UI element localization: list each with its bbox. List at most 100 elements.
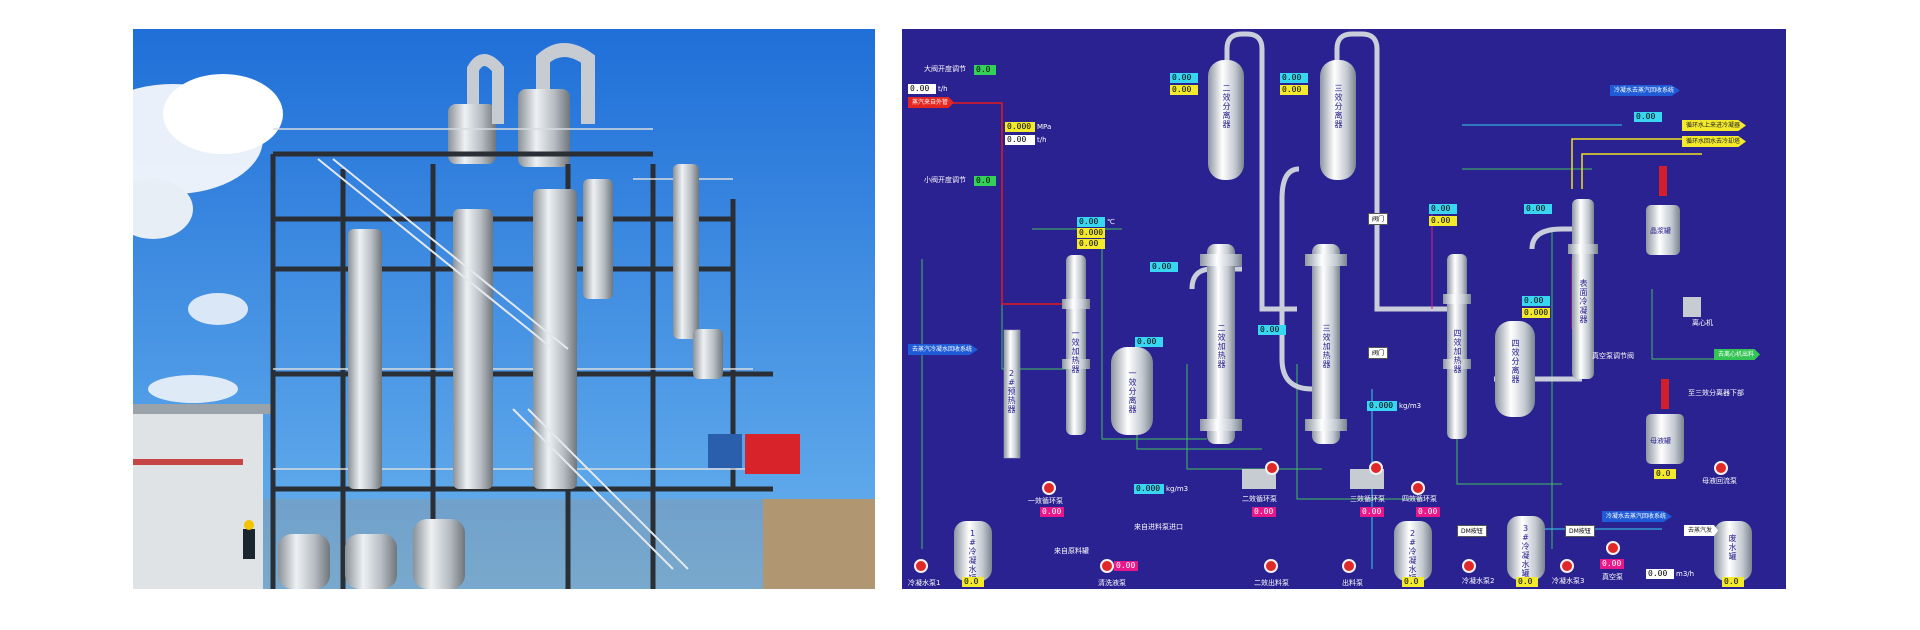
effect3-separator-label: 三效分离器 bbox=[1334, 84, 1343, 129]
hmi-screen: 2#预热器 一效加热器 一效分离器 二效加热器 二效分离器 三效加热器 三效分离… bbox=[902, 29, 1786, 589]
to-mvr-tag: 冷凝水去蒸汽回收系统 bbox=[1610, 85, 1681, 96]
effect4-pump-value: 0.00 bbox=[1416, 507, 1440, 517]
mother-tank-level: 0.0 bbox=[1654, 469, 1676, 479]
feed-in-label: 来自原料罐 bbox=[1054, 547, 1089, 555]
cond-pump2-label: 冷凝水泵2 bbox=[1462, 577, 1495, 585]
effect1-heater-label: 一效加热器 bbox=[1071, 329, 1080, 374]
e3-temp-cyan: 0.00 bbox=[1280, 73, 1308, 83]
pipe-network bbox=[921, 31, 1752, 581]
dm-button-2[interactable]: DM按钮 bbox=[1565, 525, 1595, 537]
density-1: 0.000 bbox=[1134, 484, 1164, 494]
e2-heater-temp: 0.00 bbox=[1150, 262, 1178, 272]
vacuum-pump-value: 0.00 bbox=[1600, 559, 1624, 569]
effect2-heater-label: 二效加热器 bbox=[1217, 324, 1226, 369]
mother-tank-label: 母液罐 bbox=[1650, 437, 1671, 445]
effect1-separator-label: 一效分离器 bbox=[1128, 369, 1137, 414]
cond-tank3-level: 0.0 bbox=[1516, 577, 1538, 587]
e2-temp-yellow: 0.00 bbox=[1170, 85, 1198, 95]
clean-pump-icon[interactable] bbox=[1100, 559, 1114, 573]
vacuum-pump-label: 真空泵 bbox=[1602, 573, 1623, 581]
e4-temp-cyan: 0.00 bbox=[1429, 204, 1457, 214]
effect4-heater-label: 四效加热器 bbox=[1453, 329, 1462, 374]
discharge-pump2-label: 二效出料泵 bbox=[1254, 579, 1289, 587]
waste-flow-unit: m3/h bbox=[1676, 570, 1695, 578]
cond-tank2-level: 0.0 bbox=[1402, 577, 1424, 587]
effect3-pump-label: 三效循环泵 bbox=[1350, 495, 1385, 503]
effect3-pump-value: 0.00 bbox=[1360, 507, 1384, 517]
small-valve-value[interactable]: 0.0 bbox=[974, 176, 996, 186]
cond-tank2-label: 2#冷凝水罐 bbox=[1408, 529, 1417, 583]
clean-pump-value: 0.00 bbox=[1114, 561, 1138, 571]
effect2-separator-label: 二效分离器 bbox=[1222, 84, 1231, 129]
cond-pump3-label: 冷凝水泵3 bbox=[1552, 577, 1585, 585]
preheater-note-tag: 去蒸汽冷凝水回收系统 bbox=[908, 344, 979, 355]
large-valve-value[interactable]: 0.0 bbox=[974, 65, 996, 75]
pressure-unit: MPa bbox=[1037, 123, 1052, 131]
vacuum-valve-label: 真空泵调节阀 bbox=[1592, 352, 1634, 360]
small-valve-label: 小阀开度调节 bbox=[924, 176, 966, 184]
steam-inlet-tag: 蒸汽来自外管 bbox=[908, 97, 955, 108]
e3-heater-temp: 0.00 bbox=[1258, 325, 1286, 335]
effect4-pump-icon[interactable] bbox=[1411, 481, 1425, 495]
discharge-pump2-icon[interactable] bbox=[1264, 559, 1278, 573]
to-boiler-tag[interactable]: 去蒸汽发 bbox=[1684, 525, 1719, 536]
vacuum-pump-icon[interactable] bbox=[1606, 541, 1620, 555]
cond-tank1-level: 0.0 bbox=[962, 577, 984, 587]
cooling-temp: 0.00 bbox=[1634, 112, 1662, 122]
e4-temp-yellow: 0.00 bbox=[1429, 216, 1457, 226]
effect1-pump-value: 0.00 bbox=[1040, 507, 1064, 517]
waste-tank-label: 废水罐 bbox=[1728, 534, 1737, 561]
waste-flow: 0.00 bbox=[1646, 569, 1674, 579]
e1-temp: 0.00 bbox=[1077, 217, 1105, 227]
cond-pump3-icon[interactable] bbox=[1560, 559, 1574, 573]
condenser-label: 表面冷凝器 bbox=[1579, 279, 1588, 324]
cond-pump2-icon[interactable] bbox=[1462, 559, 1476, 573]
steam-flow-value: 0.00 bbox=[908, 84, 936, 94]
side-button-1[interactable]: 阀门 bbox=[1368, 213, 1389, 225]
feed-valve-label: 来自进料泵进口 bbox=[1134, 523, 1183, 531]
effect4-pump-label: 四效循环泵 bbox=[1402, 495, 1437, 503]
cond-pump1-label: 冷凝水泵1 bbox=[908, 579, 941, 587]
to-solid-tag: 去离心机出料 bbox=[1714, 349, 1761, 360]
cond-pump1-icon[interactable] bbox=[914, 559, 928, 573]
mother-pump-label: 母液回流泵 bbox=[1702, 477, 1737, 485]
discharge-pump-icon[interactable] bbox=[1342, 559, 1356, 573]
waste-tank-level: 0.0 bbox=[1722, 577, 1744, 587]
e3-temp-yellow: 0.00 bbox=[1280, 85, 1308, 95]
effect3-pump-icon[interactable] bbox=[1369, 461, 1383, 475]
steam-flow2-unit: t/h bbox=[1037, 136, 1047, 144]
large-valve-label: 大阀开度调节 bbox=[924, 65, 966, 73]
effect2-pump-value: 0.00 bbox=[1252, 507, 1276, 517]
cond-tank1-label: 1#冷凝水罐 bbox=[968, 529, 977, 583]
density-1-unit: kg/m3 bbox=[1166, 485, 1189, 493]
preheater-label: 2#预热器 bbox=[1007, 369, 1016, 414]
effect2-pump-label: 二效循环泵 bbox=[1242, 495, 1277, 503]
dm-button-1[interactable]: DM按钮 bbox=[1457, 525, 1487, 537]
e1-temp-unit: ℃ bbox=[1107, 218, 1115, 226]
cooling-in-tag: 循环水上来进冷凝器 bbox=[1682, 120, 1747, 131]
e2-temp-cyan: 0.00 bbox=[1170, 73, 1198, 83]
discharge-pump-label: 出料泵 bbox=[1342, 579, 1363, 587]
e1-level: 0.00 bbox=[1077, 239, 1105, 249]
cond-tank3-label: 3#冷凝水罐 bbox=[1521, 524, 1530, 578]
effect2-pump-icon[interactable] bbox=[1265, 461, 1279, 475]
effect3-heater-label: 三效加热器 bbox=[1322, 324, 1331, 369]
side-button-2[interactable]: 阀门 bbox=[1368, 347, 1389, 359]
pressure-value: 0.000 bbox=[1005, 122, 1035, 132]
steam-flow-unit: t/h bbox=[938, 85, 948, 93]
condenser-temp: 0.00 bbox=[1524, 204, 1552, 214]
density-2-unit: kg/m3 bbox=[1399, 402, 1422, 410]
centrifuge-label: 离心机 bbox=[1692, 319, 1713, 327]
to-steam-system-tag: 冷凝水去蒸汽回收系统 bbox=[1602, 511, 1673, 522]
cooling-out-tag: 循环水回水去冷却塔 bbox=[1682, 136, 1747, 147]
e1-sep-temp: 0.00 bbox=[1135, 337, 1163, 347]
effect4-separator-label: 四效分离器 bbox=[1511, 339, 1520, 384]
e1-pressure: 0.000 bbox=[1077, 228, 1105, 238]
plant-photo bbox=[133, 29, 875, 589]
density-2: 0.000 bbox=[1367, 401, 1397, 411]
mother-pump-icon[interactable] bbox=[1714, 461, 1728, 475]
effect1-pump-icon[interactable] bbox=[1042, 481, 1056, 495]
steam-flow2-value: 0.00 bbox=[1005, 135, 1035, 145]
e4-sep-pressure: 0.000 bbox=[1522, 308, 1550, 318]
e4-sep-temp: 0.00 bbox=[1522, 296, 1550, 306]
